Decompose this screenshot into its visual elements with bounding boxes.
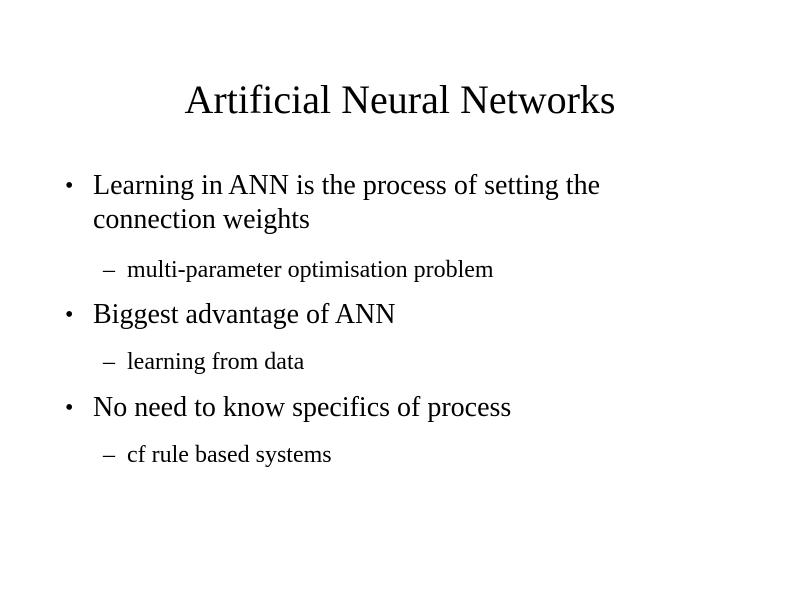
sub-bullet-2: –learning from data	[103, 348, 305, 376]
bullet-icon: •	[65, 302, 74, 328]
bullet-icon: •	[65, 173, 74, 199]
bullet-text: Learning in ANN is the process of settin…	[93, 170, 601, 235]
dash-icon: –	[103, 257, 115, 283]
bullet-icon: •	[65, 395, 74, 421]
bullet-text: No need to know specifics of process	[93, 392, 512, 423]
sub-bullet-text: cf rule based systems	[127, 442, 332, 468]
slide-title: Artificial Neural Networks	[184, 77, 616, 122]
bullet-1: • Learning in ANN is the process of setti…	[65, 169, 713, 237]
bullet-text: Biggest advantage of ANN	[93, 299, 396, 330]
sub-bullet-text: multi-parameter optimisation problem	[127, 257, 494, 283]
sub-bullet-1: –multi-parameter optimisation problem	[103, 256, 494, 284]
dash-icon: –	[103, 349, 115, 375]
sub-bullet-text: learning from data	[127, 349, 305, 375]
sub-bullet-3: –cf rule based systems	[103, 441, 332, 469]
bullet-2: • Biggest advantage of ANN	[65, 298, 713, 332]
dash-icon: –	[103, 442, 115, 468]
bullet-3: • No need to know specifics of process	[65, 391, 713, 425]
